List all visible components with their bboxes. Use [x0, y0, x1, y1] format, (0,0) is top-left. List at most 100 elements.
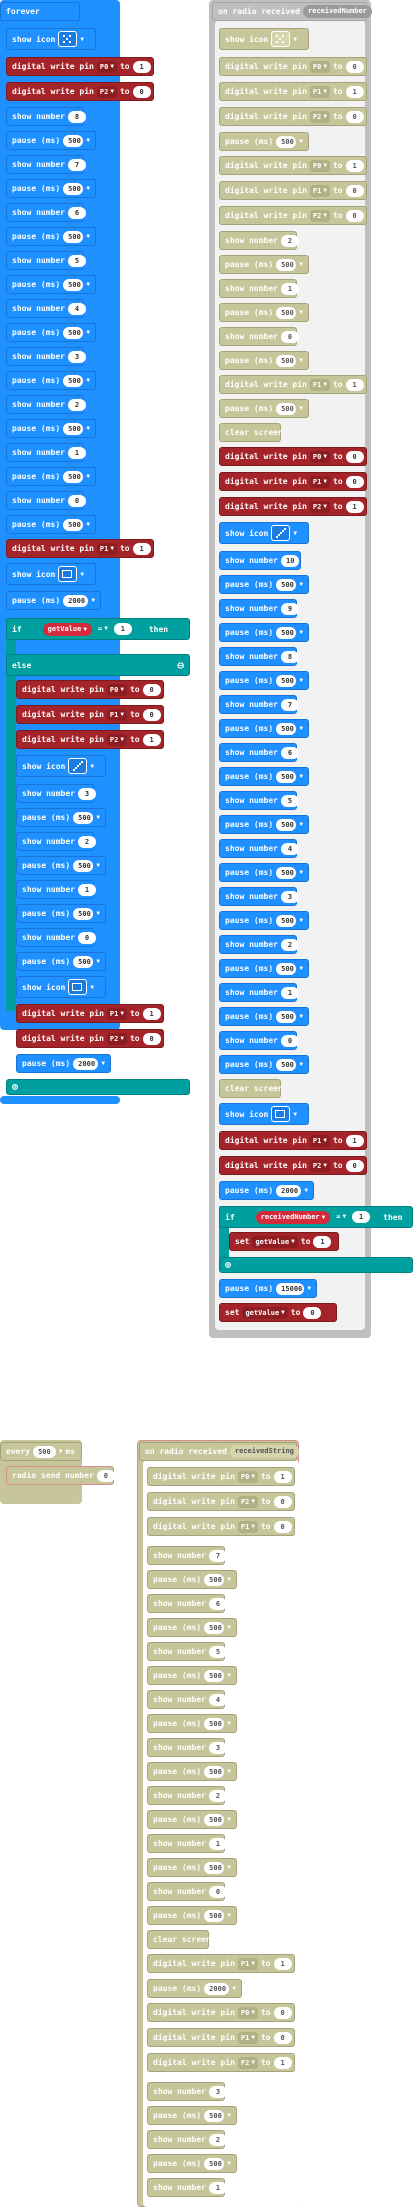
digital-write-pin-block[interactable]: digital write pin P1▼ to 1: [16, 1004, 164, 1023]
number-input[interactable]: 4: [67, 302, 86, 315]
value-input[interactable]: 0: [142, 1032, 161, 1045]
pause-input[interactable]: 500: [276, 1010, 297, 1023]
if-block[interactable]: if getValue▼ =▼ 1 then: [6, 618, 190, 640]
value-input[interactable]: 1: [345, 500, 364, 513]
pause-input[interactable]: 500: [276, 914, 297, 927]
chevron-down-icon[interactable]: ▼: [299, 869, 303, 876]
pause-input[interactable]: 15000: [276, 1282, 305, 1295]
pause-block-disabled[interactable]: pause (ms)500▼: [147, 1714, 237, 1733]
pause-input[interactable]: 500: [204, 1621, 225, 1634]
value-input[interactable]: 0: [345, 209, 364, 222]
pause-input[interactable]: 500: [204, 1813, 225, 1826]
receivedString-param[interactable]: receivedString: [229, 1445, 299, 1458]
pause-block[interactable]: pause (ms)500▼: [6, 371, 96, 390]
pin-dropdown[interactable]: P1▼: [96, 542, 117, 555]
pause-input[interactable]: 500: [204, 1669, 225, 1682]
chevron-down-icon[interactable]: ▼: [227, 2160, 231, 2167]
value-input[interactable]: 0: [345, 1159, 364, 1172]
pause-input[interactable]: 500: [276, 674, 297, 687]
chevron-down-icon[interactable]: ▼: [227, 1816, 231, 1823]
value-input[interactable]: 0: [142, 708, 161, 721]
number-input[interactable]: 9: [280, 602, 299, 615]
value-input[interactable]: 1: [273, 1957, 292, 1970]
pause-block[interactable]: pause (ms)500▼: [6, 227, 96, 246]
number-input[interactable]: 0: [77, 931, 96, 944]
pause-input[interactable]: 500: [276, 1058, 297, 1071]
pause-input[interactable]: 500: [276, 306, 297, 319]
pin-dropdown[interactable]: P2▼: [237, 1495, 258, 1508]
pause-input[interactable]: 2000: [63, 594, 89, 607]
digital-write-pin-block[interactable]: digital write pin P2▼ to 1: [16, 730, 164, 749]
value-input[interactable]: 1: [142, 733, 161, 746]
pause-block[interactable]: pause (ms)500▼: [16, 952, 106, 971]
number-input[interactable]: 8: [280, 650, 299, 663]
show-icon-block[interactable]: show icon ▼: [6, 28, 96, 50]
chevron-down-icon[interactable]: ▼: [299, 821, 303, 828]
comparison-dropdown[interactable]: =▼: [95, 623, 111, 635]
on-radio-received-hat-disabled[interactable]: on radio received receivedString: [139, 1442, 299, 1461]
pause-input[interactable]: 500: [63, 422, 84, 435]
pause-input[interactable]: 500: [276, 402, 297, 415]
plus-icon[interactable]: ⊕: [12, 1081, 19, 1093]
pause-input[interactable]: 500: [276, 135, 297, 148]
if-footer[interactable]: ⊕: [6, 1079, 190, 1095]
chevron-down-icon[interactable]: ▼: [86, 425, 90, 432]
chevron-down-icon[interactable]: ▼: [307, 1285, 311, 1292]
chevron-down-icon[interactable]: ▼: [293, 1110, 297, 1118]
value-input[interactable]: 0: [345, 110, 364, 123]
digital-write-pin-block[interactable]: digital write pin P0▼ to 0: [16, 680, 164, 699]
pause-block[interactable]: pause (ms)500▼: [6, 419, 96, 438]
pin-dropdown[interactable]: P2▼: [106, 1032, 127, 1045]
pause-block[interactable]: pause (ms)2000▼: [6, 591, 101, 610]
chevron-down-icon[interactable]: ▼: [299, 1061, 303, 1068]
number-input[interactable]: 1: [67, 446, 86, 459]
pause-input[interactable]: 500: [63, 470, 84, 483]
pin-dropdown[interactable]: P1▼: [309, 378, 330, 391]
number-input[interactable]: 4: [208, 1693, 227, 1706]
forever-hat[interactable]: forever: [0, 2, 80, 21]
pause-block-disabled[interactable]: pause (ms)500▼: [219, 399, 309, 418]
diagonal-icon[interactable]: [271, 525, 291, 541]
chevron-down-icon[interactable]: ▼: [232, 1985, 236, 1992]
chevron-down-icon[interactable]: ▼: [80, 570, 84, 578]
value-input[interactable]: 1: [142, 1007, 161, 1020]
pause-block[interactable]: pause (ms)500▼: [6, 275, 96, 294]
number-input[interactable]: 3: [280, 890, 299, 903]
show-icon-block[interactable]: show icon ▼: [219, 1103, 309, 1125]
pause-input[interactable]: 500: [204, 1717, 225, 1730]
pin-dropdown[interactable]: P1▼: [237, 2031, 258, 2044]
show-icon-block[interactable]: show icon ▼: [6, 563, 96, 585]
variable-dropdown[interactable]: getValue▼: [242, 1306, 288, 1319]
pause-block[interactable]: pause (ms)2000▼: [16, 1054, 111, 1073]
chevron-down-icon[interactable]: ▼: [299, 138, 303, 145]
square-outline-icon[interactable]: [58, 566, 78, 582]
number-input[interactable]: 5: [280, 794, 299, 807]
value-input[interactable]: 0: [273, 1495, 292, 1508]
show-icon-block-disabled[interactable]: show icon ▼: [219, 28, 309, 50]
pause-block[interactable]: pause (ms)500▼: [6, 179, 96, 198]
pin-dropdown[interactable]: P0▼: [237, 1470, 258, 1483]
pause-input[interactable]: 500: [63, 326, 84, 339]
pause-block[interactable]: pause (ms)2000▼: [219, 1181, 314, 1200]
pause-block[interactable]: pause (ms)500▼: [219, 767, 309, 786]
value-input[interactable]: 0: [273, 2006, 292, 2019]
value-input[interactable]: 1: [132, 60, 151, 73]
value-input[interactable]: 0: [345, 475, 364, 488]
pause-block[interactable]: pause (ms)500▼: [16, 904, 106, 923]
pin-dropdown[interactable]: P1▼: [309, 85, 330, 98]
